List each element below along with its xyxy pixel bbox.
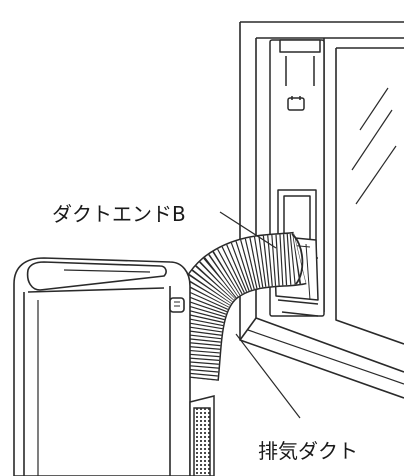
label-exhaust-duct: 排気ダクト: [258, 439, 358, 463]
air-conditioner-unit: [14, 258, 190, 476]
leader-line-exhaust-duct: [236, 334, 300, 418]
unit-side-grille: [190, 396, 214, 476]
label-duct-end-b: ダクトエンドB: [52, 202, 186, 226]
